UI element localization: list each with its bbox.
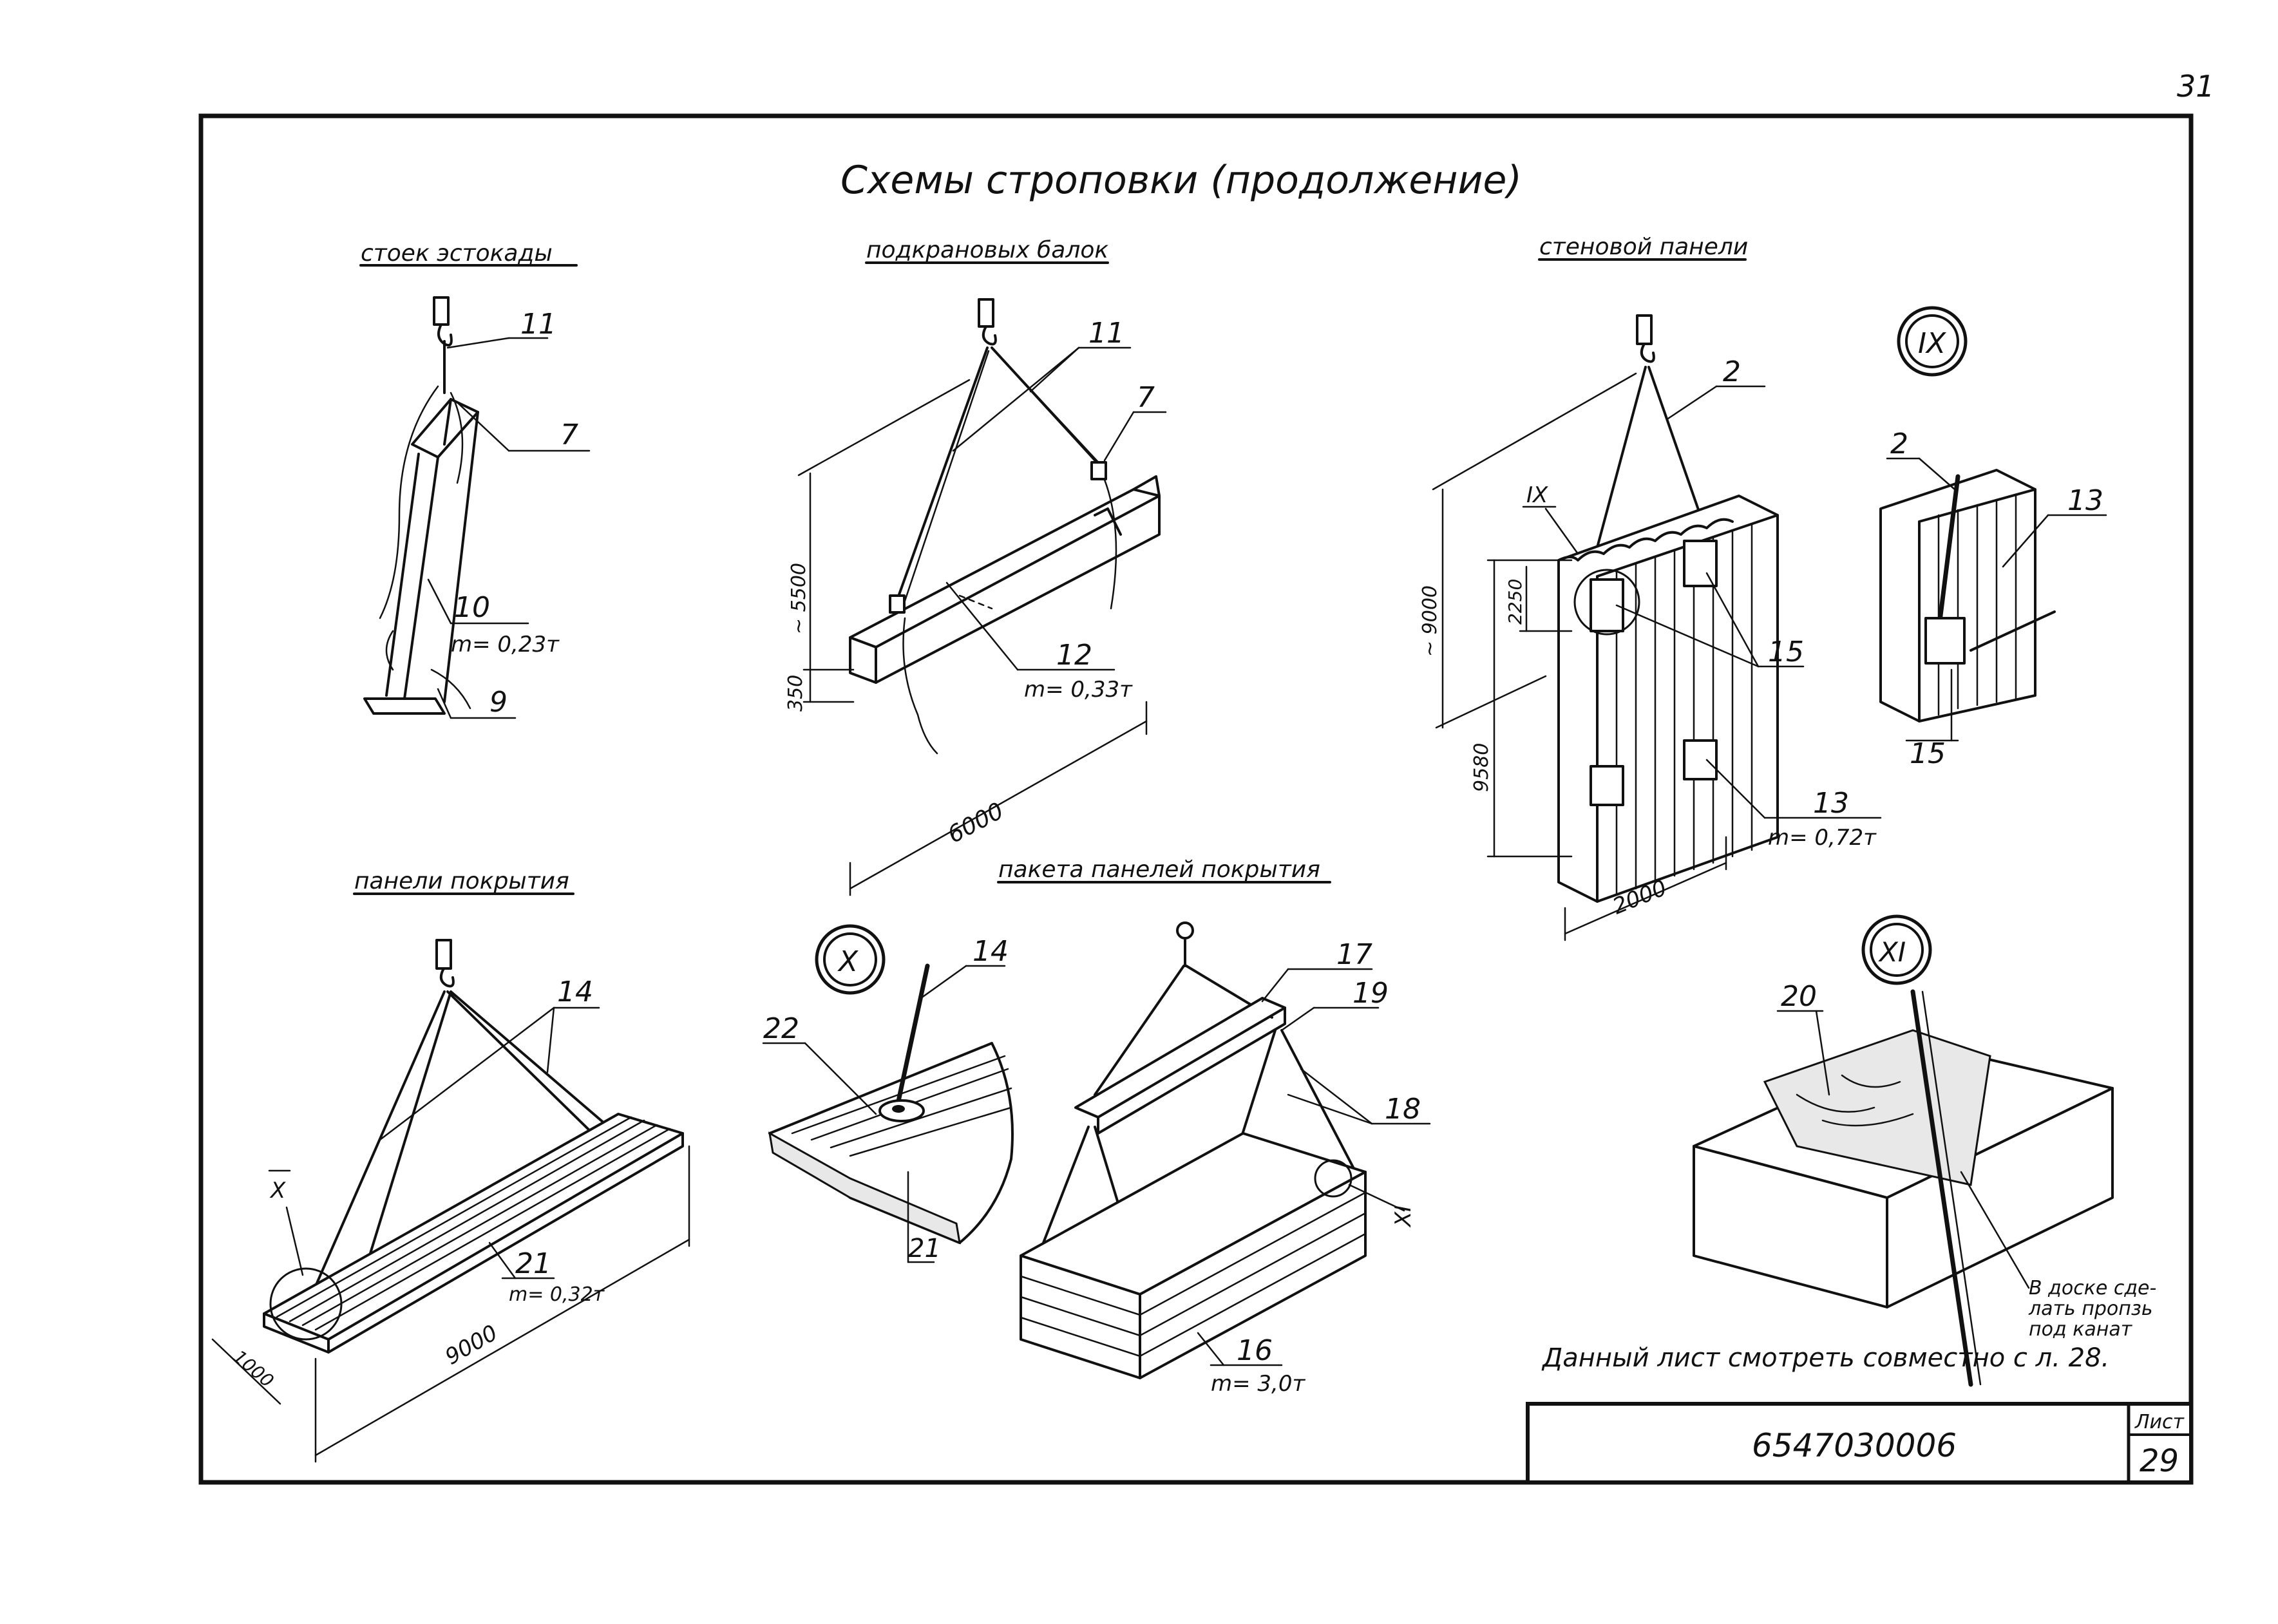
package-callout-17: 17	[1336, 938, 1372, 971]
wall-callout-2: 2	[1723, 355, 1741, 388]
detail-xi-note-2: лать пропзь	[2028, 1298, 2153, 1320]
detail-xi-badge: XI	[1878, 936, 1906, 968]
package-callout-16: 16	[1237, 1334, 1273, 1367]
rack-callout-11: 11	[520, 308, 556, 341]
page-number: 31	[2177, 69, 2215, 104]
beam-callout-12: 12	[1056, 639, 1092, 672]
roof-mass: m= 0,32т	[509, 1283, 605, 1306]
wall-dim-9000: ~ 9000	[1419, 585, 1441, 657]
crane-beam-heading: подкрановых балок	[866, 237, 1108, 263]
wall-callout-13: 13	[1813, 787, 1849, 820]
wall-ix-mark: IX	[1526, 482, 1548, 508]
detail-ix-callout-15: 15	[1910, 737, 1946, 770]
sheet-frame	[198, 113, 2194, 1485]
roof-callout-21: 21	[515, 1247, 551, 1280]
wall-dim-2250: 2250	[1504, 579, 1526, 625]
package-mass: m= 3,0т	[1211, 1371, 1305, 1397]
detail-xi-note-1: В доске сде-	[2029, 1277, 2156, 1299]
detail-ix-badge: IX	[1918, 327, 1946, 360]
detail-x-callout-22: 22	[763, 1012, 799, 1045]
beam-dim-length: 6000	[944, 798, 1008, 849]
roof-panel-heading: панели покрытия	[354, 868, 569, 894]
roof-x-mark: X	[269, 1178, 286, 1204]
wall-dim-9580: 9580	[1470, 743, 1493, 792]
crane-beam-scheme: подкрановых балок ~ 5500 350 6000 11	[784, 237, 1167, 896]
rack-callout-7: 7	[560, 419, 578, 451]
title-block: 6547030006 Лист 29	[1526, 1402, 2193, 1484]
roof-callout-14: 14	[557, 976, 593, 1008]
roof-package-heading: пакета панелей покрытия	[998, 856, 1320, 883]
rack-callout-9: 9	[489, 686, 508, 719]
roof-dim-9000: 9000	[441, 1320, 502, 1370]
detail-xi: XI 20 В доске сде- лать пропзь под канат	[1693, 914, 2156, 1387]
package-callout-19: 19	[1353, 977, 1389, 1010]
package-callout-18: 18	[1385, 1093, 1421, 1126]
detail-x: X 14 22 21	[762, 924, 1014, 1263]
page-title: Схемы строповки (продолжение)	[840, 158, 1522, 203]
rack-callout-10: 10	[454, 591, 490, 624]
detail-ix: IX 2 13 15	[1879, 306, 2107, 770]
beam-callout-7: 7	[1137, 381, 1155, 414]
detail-x-callout-21: 21	[908, 1234, 941, 1263]
package-xi-mark: XI	[1391, 1205, 1416, 1228]
sheet-note: Данный лист смотреть совместно с л. 28.	[1541, 1343, 2109, 1373]
beam-dim-height: ~ 5500	[788, 563, 810, 634]
rack-heading: стоек эстокады	[361, 240, 553, 267]
wall-callout-15: 15	[1768, 636, 1804, 668]
detail-ix-callout-13: 13	[2067, 484, 2103, 517]
rack-mass: m= 0,23т	[451, 632, 560, 657]
beam-mass: m= 0,33т	[1024, 677, 1133, 703]
roof-dim-1000: 1000	[229, 1346, 278, 1392]
document-code: 6547030006	[1752, 1427, 1957, 1464]
detail-x-callout-14: 14	[973, 935, 1009, 968]
wall-mass: m= 0,72т	[1768, 825, 1877, 851]
roof-panel-scheme: панели покрытия 9000 1000 14 X 21 m= 0,3…	[211, 868, 690, 1463]
roof-package-scheme: пакета панелей покрытия 17 19 18 XI 16 m…	[997, 856, 1431, 1397]
detail-xi-note-3: под канат	[2029, 1318, 2133, 1341]
wall-panel-scheme: стеновой панели ~ 9000 2250 9580 2000	[1419, 234, 1882, 941]
beam-callout-11: 11	[1088, 317, 1125, 350]
detail-xi-callout-20: 20	[1781, 980, 1817, 1013]
sheet-label: Лист	[2134, 1411, 2185, 1433]
detail-ix-callout-2: 2	[1890, 428, 1908, 460]
detail-x-badge: X	[837, 945, 859, 978]
beam-dim-350: 350	[784, 675, 807, 712]
sheet-number: 29	[2140, 1443, 2179, 1479]
rack-scheme: стоек эстокады 11 7 10 m= 0,23т 9	[359, 240, 591, 719]
wall-panel-heading: стеновой панели	[1539, 234, 1748, 260]
